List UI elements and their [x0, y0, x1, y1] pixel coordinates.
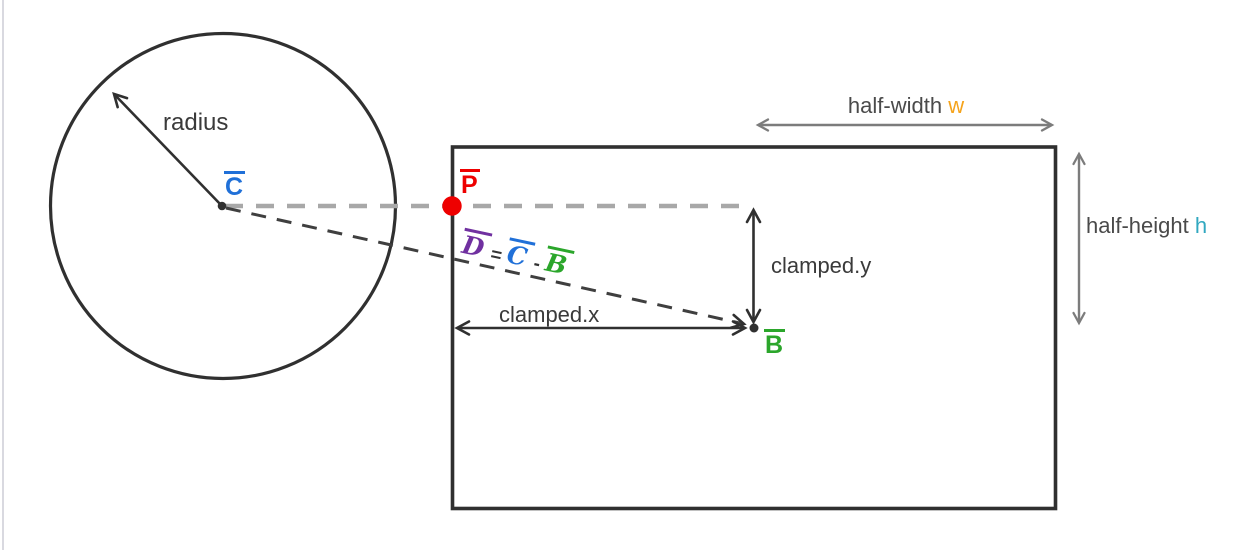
- box-center-label: B: [763, 329, 786, 359]
- closest-point-label: P: [460, 169, 480, 199]
- half-width-text: half-width: [847, 93, 943, 118]
- left-border-line: [2, 0, 4, 550]
- vector-c-symbol: C: [223, 171, 246, 201]
- radius-label: radius: [163, 109, 229, 136]
- clamped-y-label: clamped.y: [771, 253, 872, 278]
- radius-arrow: [112, 92, 223, 207]
- closest-point-dot: [442, 196, 462, 216]
- vector-d-symbol: D: [460, 228, 490, 263]
- half-height-text: half-height: [1086, 213, 1189, 238]
- half-width-symbol: w: [948, 93, 965, 118]
- half-height-label: half-height h: [1086, 215, 1207, 237]
- circle-center-label: C: [223, 171, 246, 201]
- minus-sign: -: [531, 253, 543, 275]
- vector-c-symbol-eq: C: [504, 238, 533, 272]
- vector-p-symbol: P: [460, 169, 480, 199]
- equals-sign: =: [488, 243, 504, 267]
- half-height-symbol: h: [1194, 213, 1208, 238]
- circle-center-point: [217, 201, 227, 211]
- clamped-x-label: clamped.x: [499, 302, 600, 327]
- half-width-label: half-width w: [755, 95, 1057, 117]
- vector-b-symbol: B: [763, 329, 786, 359]
- center-to-center-dashed-line: [225, 206, 747, 330]
- box-center-point: [749, 323, 759, 333]
